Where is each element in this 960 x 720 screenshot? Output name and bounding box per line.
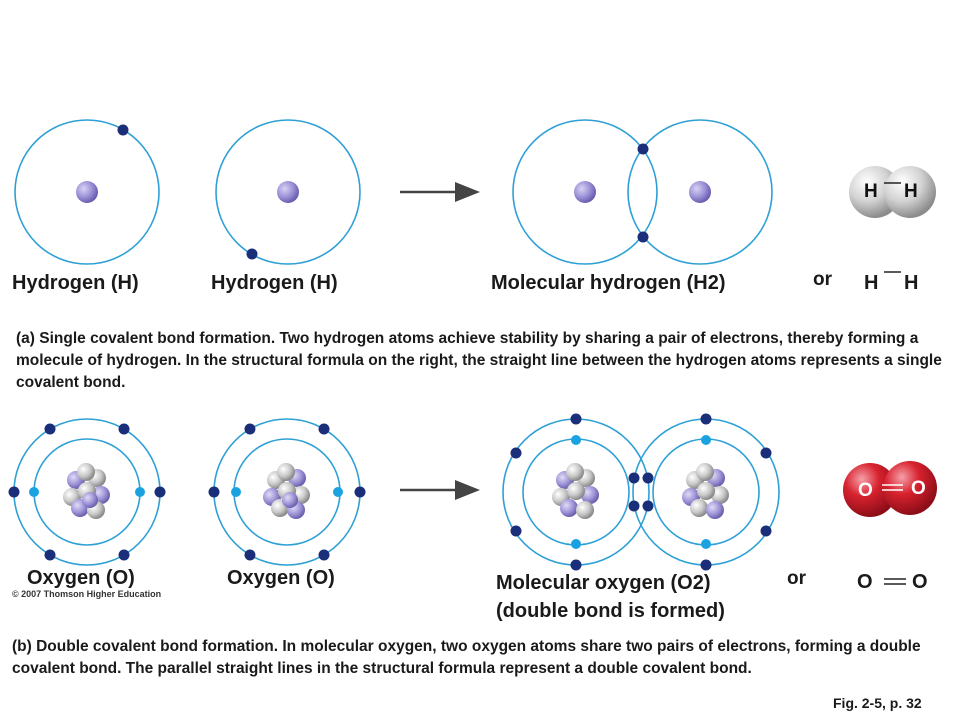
caption-b: (b) Double covalent bond formation. In m…	[12, 638, 921, 677]
hydrogen-atom-1	[14, 119, 160, 265]
outer-electrons	[510, 413, 772, 571]
oxygen-structural-bond	[884, 578, 906, 585]
shared-electron	[637, 143, 649, 155]
oxygen-molecule	[502, 413, 780, 571]
orbit-ring	[215, 119, 361, 265]
hydrogen-atom-1-label: Hydrogen (H)	[12, 272, 139, 294]
hydrogen-molecule-label: Molecular hydrogen (H2)	[491, 272, 726, 294]
oxygen-or-label: or	[787, 568, 806, 589]
inner-electrons	[571, 435, 711, 549]
nucleus-cluster	[682, 463, 729, 519]
hydrogen-model-right-letter: H	[904, 181, 918, 202]
oxygen-atom-1	[8, 418, 166, 566]
oxygen-atom-2-label: Oxygen (O)	[227, 567, 335, 589]
nucleus-cluster	[63, 463, 110, 519]
nucleus-cluster	[263, 463, 310, 519]
orbit-ring	[14, 119, 160, 265]
nucleus	[574, 181, 596, 203]
hydrogen-molecule	[512, 119, 773, 265]
orbit-ring	[512, 119, 658, 265]
nucleus	[277, 181, 299, 203]
figure-reference: Fig. 2-5, p. 32	[833, 695, 922, 711]
inner-electrons	[29, 487, 145, 497]
hydrogen-model-left-letter: H	[864, 181, 878, 202]
hydrogen-space-filling-model	[849, 166, 936, 218]
oxygen-model-right-letter: O	[911, 478, 926, 499]
shared-electron	[637, 231, 649, 243]
oxygen-atom-1-label: Oxygen (O)	[27, 567, 135, 589]
oxygen-model-left-letter: O	[858, 480, 873, 501]
oxygen-molecule-label-line1: Molecular oxygen (O2)	[496, 572, 711, 594]
inner-electrons	[231, 487, 343, 497]
oxygen-atom-2	[208, 418, 366, 566]
oxygen-formula-left: O	[857, 571, 873, 593]
copyright-credit: © 2007 Thomson Higher Education	[12, 589, 162, 599]
nucleus-cluster	[552, 463, 599, 519]
outer-electrons	[208, 423, 366, 561]
hydrogen-formula-right: H	[904, 272, 919, 294]
caption-a: (a) Single covalent bond formation. Two …	[16, 330, 942, 391]
orbit-ring	[627, 119, 773, 265]
hydrogen-formula-left: H	[864, 272, 879, 294]
nucleus	[689, 181, 711, 203]
hydrogen-or-label: or	[813, 269, 832, 290]
shared-electrons	[628, 472, 654, 512]
electron	[246, 248, 258, 260]
electron	[117, 124, 129, 136]
hydrogen-atom-2-label: Hydrogen (H)	[211, 272, 338, 294]
outer-electrons	[8, 423, 166, 561]
oxygen-space-filling-model	[843, 461, 937, 517]
oxygen-formula-right: O	[912, 571, 928, 593]
nucleus	[76, 181, 98, 203]
hydrogen-atom-2	[215, 119, 361, 265]
oxygen-molecule-label-line2: (double bond is formed)	[496, 600, 725, 622]
